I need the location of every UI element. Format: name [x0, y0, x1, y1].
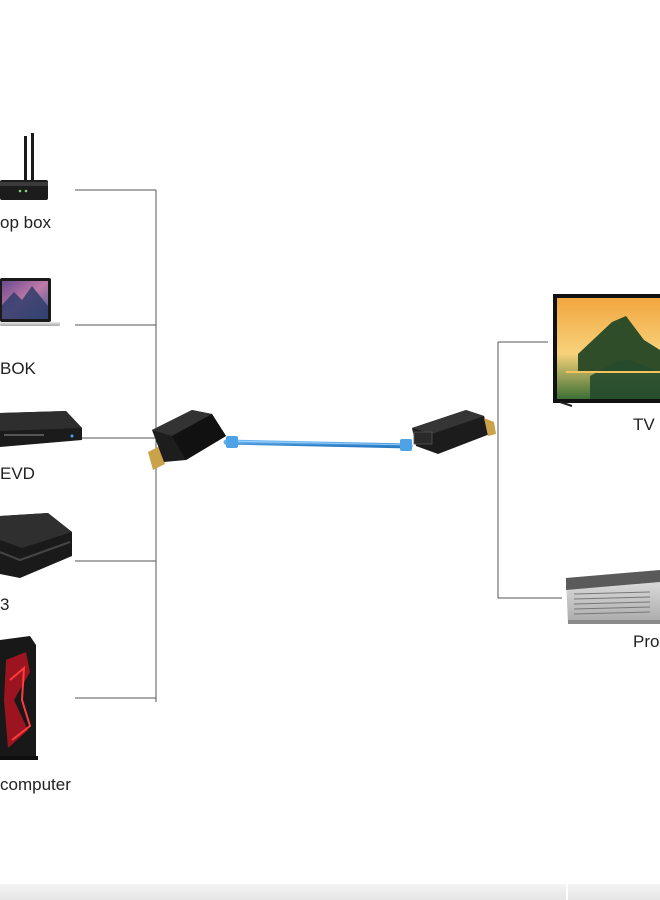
projector-icon [566, 570, 660, 624]
desktop-tower-icon [0, 636, 38, 760]
laptop-icon [0, 278, 60, 326]
laptop-label: BOK [0, 359, 36, 378]
router-icon [0, 133, 48, 200]
hdmi-receiver-icon [412, 410, 496, 454]
ethernet-cable-icon [223, 436, 413, 451]
bottom-strip [0, 884, 660, 900]
tv-icon [553, 294, 660, 407]
bottom-divider [566, 884, 568, 900]
game-console-icon [0, 513, 72, 578]
dvd-player-label: EVD [0, 464, 35, 483]
set-top-box-label: op box [0, 213, 52, 232]
projector-label: Pro [633, 632, 660, 651]
tv-label: TV [633, 415, 655, 434]
dvd-player-icon [0, 411, 82, 447]
game-console-label: 3 [0, 595, 10, 614]
hdmi-transmitter-icon [148, 410, 226, 470]
left-bus-lines [75, 189, 157, 702]
desktop-label: computer [0, 775, 71, 794]
right-bus-lines [497, 341, 562, 599]
